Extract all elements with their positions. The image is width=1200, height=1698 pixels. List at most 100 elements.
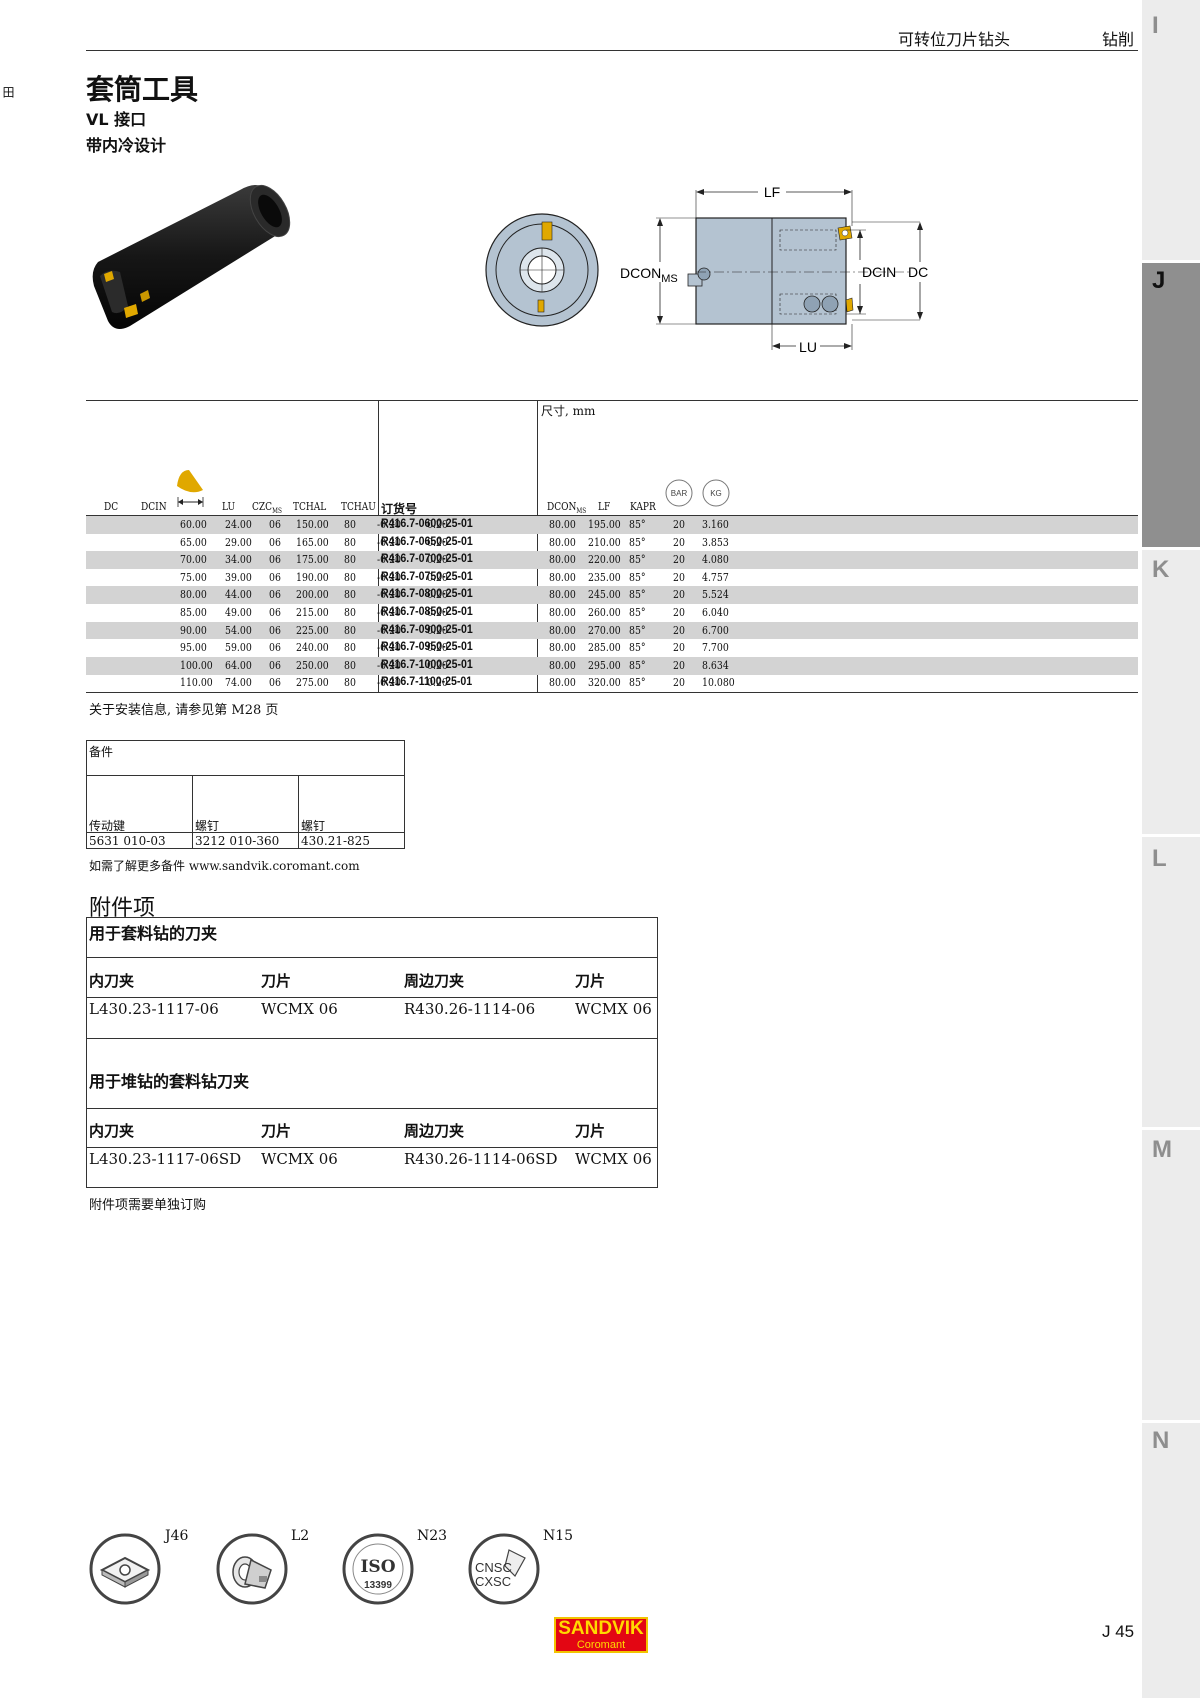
index-tab-n[interactable]: N — [1142, 1423, 1200, 1698]
col-header-tchal: TCHAL — [293, 500, 327, 513]
sleeve-tool-photo — [92, 184, 291, 330]
page-title: 套筒工具 — [86, 73, 199, 106]
cell-ins: 06 — [269, 623, 281, 637]
cell-kg: 4.080 — [702, 553, 729, 567]
bar-icon: BAR — [671, 489, 688, 498]
page-number: J 45 — [1102, 1622, 1135, 1641]
cell-lu: 250.00 — [296, 658, 329, 672]
cell-tchal: -0.20 — [377, 570, 401, 584]
cell-tchau: 0.20 — [427, 588, 448, 602]
cell-code[interactable]: R416.7-1100-25-01 — [381, 676, 473, 689]
cell-dcin: 44.00 — [225, 588, 252, 602]
cell-lu: 190.00 — [296, 570, 329, 584]
cell-czc: 80 — [344, 535, 356, 549]
cell-dc: 65.00 — [180, 535, 207, 549]
install-note: 关于安装信息, 请参见第 M28 页 — [89, 703, 279, 718]
index-tab-l[interactable]: L — [1142, 837, 1200, 1127]
accessories-table: 用于套料钻的刀夹 内刀夹 刀片 周边刀夹 刀片 L430.23-1117-06 … — [86, 917, 658, 1188]
accessory-header: 内刀夹 — [89, 1122, 135, 1140]
cell-ins: 06 — [269, 641, 281, 655]
cell-kg: 6.040 — [702, 606, 729, 619]
cell-tchau: 0.20 — [427, 676, 448, 690]
svg-text:ISO: ISO — [360, 1557, 395, 1577]
accessory-section-title: 用于堆钻的套料钻刀夹 — [89, 1072, 250, 1091]
cell-bar: 20 — [673, 588, 685, 602]
cell-code[interactable]: R416.7-0950-25-01 — [381, 641, 473, 654]
cell-dcin: 54.00 — [225, 623, 252, 637]
cell-code[interactable]: R416.7-0650-25-01 — [381, 535, 473, 548]
index-tab-label: L — [1152, 845, 1167, 872]
accessory-value: WCMX 06 — [575, 1150, 652, 1168]
index-tab-m[interactable]: M — [1142, 1130, 1200, 1420]
cnsc-cxsc-icon[interactable]: CNSC CXSC — [467, 1532, 541, 1606]
spare-part-label: 螺钉 — [195, 819, 220, 833]
index-tab-i[interactable]: I — [1142, 0, 1200, 260]
cell-kapr: 85° — [629, 641, 646, 655]
accessories-note: 附件项需要单独订购 — [89, 1198, 207, 1213]
cell-lf: 210.00 — [588, 535, 621, 549]
cell-kapr: 85° — [629, 570, 646, 584]
accessory-header: 刀片 — [575, 1122, 606, 1140]
cell-tchal: -0.20 — [377, 676, 401, 690]
cell-tchal: -0.20 — [377, 658, 401, 672]
cell-tchal: -0.20 — [377, 623, 401, 637]
cell-tchau: 0.20 — [427, 570, 448, 584]
cell-code[interactable]: R416.7-0850-25-01 — [381, 606, 473, 618]
cell-kg: 3.853 — [702, 535, 729, 549]
cell-code[interactable]: R416.7-0800-25-01 — [381, 588, 473, 601]
cell-code[interactable]: R416.7-0600-25-01 — [381, 518, 473, 530]
cell-code[interactable]: R416.7-0700-25-01 — [381, 553, 473, 566]
accessory-value: L430.23-1117-06 — [89, 1000, 219, 1018]
table-divider — [378, 400, 379, 692]
cell-code[interactable]: R416.7-0750-25-01 — [381, 570, 473, 583]
cell-czc: 80 — [344, 570, 356, 584]
cell-ins: 06 — [269, 518, 281, 531]
accessory-header: 内刀夹 — [89, 972, 135, 990]
cell-ins: 06 — [269, 570, 281, 584]
spare-part-label: 传动键 — [89, 819, 126, 833]
sandvik-coromant-logo: SANDVIK Coromant — [554, 1617, 648, 1653]
cell-dc: 110.00 — [180, 676, 213, 690]
cell-dc: 70.00 — [180, 553, 207, 567]
dimension-note: 尺寸, mm — [541, 404, 596, 418]
margin-mark: 田 — [1, 86, 15, 98]
cell-lu: 165.00 — [296, 535, 329, 549]
index-tab-j[interactable]: J — [1142, 263, 1200, 547]
cell-tchal: -0.20 — [377, 518, 401, 531]
cell-kapr: 85° — [629, 606, 646, 619]
cell-czc: 80 — [344, 658, 356, 672]
cell-dcin: 29.00 — [225, 535, 252, 549]
cell-tchal: -0.20 — [377, 588, 401, 602]
accessory-value: WCMX 06 — [261, 1150, 338, 1168]
cell-lf: 235.00 — [588, 570, 621, 584]
index-tab-k[interactable]: K — [1142, 550, 1200, 834]
logo-line2: Coromant — [576, 1639, 626, 1651]
cell-ins: 06 — [269, 658, 281, 672]
cell-dc: 95.00 — [180, 641, 207, 655]
table-header-rule — [86, 515, 1138, 516]
dcin-label: DCIN — [862, 264, 896, 280]
cell-dc: 80.00 — [180, 588, 207, 602]
cell-ins: 06 — [269, 588, 281, 602]
bar-kg-badges: BAR KG — [665, 479, 730, 507]
toolholder-icon[interactable] — [215, 1532, 289, 1606]
cell-lu: 150.00 — [296, 518, 329, 531]
cell-bar: 20 — [673, 606, 685, 619]
table-top-rule — [86, 400, 1138, 401]
cell-code[interactable]: R416.7-0900-25-01 — [381, 623, 473, 636]
cell-kg: 4.757 — [702, 570, 729, 584]
iso-13399-icon[interactable]: ISO 13399 — [341, 1532, 415, 1606]
cell-dcon: 80.00 — [549, 641, 576, 655]
cell-dc: 85.00 — [180, 606, 207, 619]
header-rule — [86, 50, 1138, 51]
cell-code[interactable]: R416.7-1000-25-01 — [381, 658, 473, 671]
cell-kapr: 85° — [629, 658, 646, 672]
insert-icon[interactable] — [88, 1532, 162, 1606]
cell-kapr: 85° — [629, 676, 646, 690]
lf-label: LF — [764, 184, 780, 200]
cell-tchal: -0.20 — [377, 535, 401, 549]
